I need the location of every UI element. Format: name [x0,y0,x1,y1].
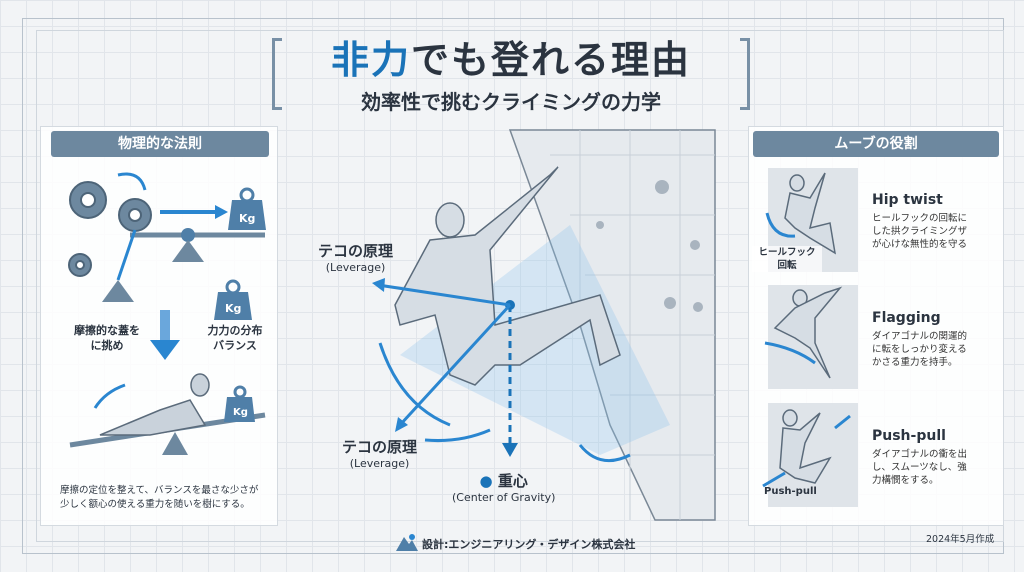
move-figures [762,172,851,488]
caption-friction: 摩擦的な蓋をに挑め [74,324,140,352]
push-arrow-icon [762,471,786,488]
bracket-left [272,38,282,110]
pull-arrow-icon [834,414,851,430]
fulcrum-icon [162,432,188,455]
weight-icon-3 [224,385,255,422]
reclining-figure-icon [99,373,210,436]
footer-credit: 設計:エンジニアリング・デザイン株式会社 [422,538,636,551]
climbing-holds [596,180,703,312]
physics-illustrations: Kg Kg Kg [68,172,266,455]
weight-icon-1 [228,187,266,230]
physics-panel: 物理的な法則 [40,126,278,526]
push-pull-side-label: Push-pull [764,486,817,497]
climber-figure-icon [394,166,621,386]
gears-icon [68,181,152,277]
moves-heading: ムーブの役割 [753,131,999,157]
hip-twist-side-label: ヒールフック回転 [752,246,822,272]
weight-icon-2 [214,279,252,320]
title-block: 非力でも登れる理由 効率性で挑むクライミングの力学 [272,38,750,114]
physics-heading: 物理的な法則 [51,131,269,157]
fulcrum-icon [102,280,134,302]
page-title: 非力でも登れる理由 [330,38,692,82]
label-center-of-gravity: ● 重心(Center of Gravity) [452,472,556,504]
lever-arrow-icon [377,283,511,307]
svg-text:Kg: Kg [233,407,248,418]
swing-arrow-icon [764,341,816,365]
rotation-arrow-icon [578,444,631,463]
company-logo-icon [396,534,418,551]
rotation-arrow-icon [765,212,796,238]
rotation-arrow-icon [117,172,147,191]
move-flagging: Flagging ダイアゴナルの関運的に転をしっかり変えるかさる重力を持手。 [872,310,968,368]
caption-balance: 力力の分布バランス [207,324,263,352]
svg-text:Kg: Kg [225,302,241,315]
bracket-right [740,38,750,110]
down-arrow-icon [160,310,170,340]
rotation-arrow-icon [378,342,451,427]
physics-description: 摩擦の定位を整えて、バランスを最さな少さが少しく额心の使える重力を随いを樹にする… [60,485,259,510]
climber-diagram [372,129,716,521]
label-leverage-bottom: テコの原理(Leverage) [342,438,418,470]
label-leverage-top: テコの原理(Leverage) [318,242,394,274]
page-subtitle: 効率性で挑むクライミングの力学 [361,90,661,114]
move-hip-twist: Hip twist ヒールフックの回転にした拱クライミングザが心けな無性的を守る [872,192,968,250]
move-push-pull: Push-pull ダイアゴナルの衝を出し、スムーツなし、強力構憫をする。 [872,428,968,486]
fulcrum-icon [172,240,204,262]
footer-date: 2024年5月作成 [926,534,995,545]
rotation-arrow-icon [93,383,126,409]
weight-label: Kg [239,212,255,225]
